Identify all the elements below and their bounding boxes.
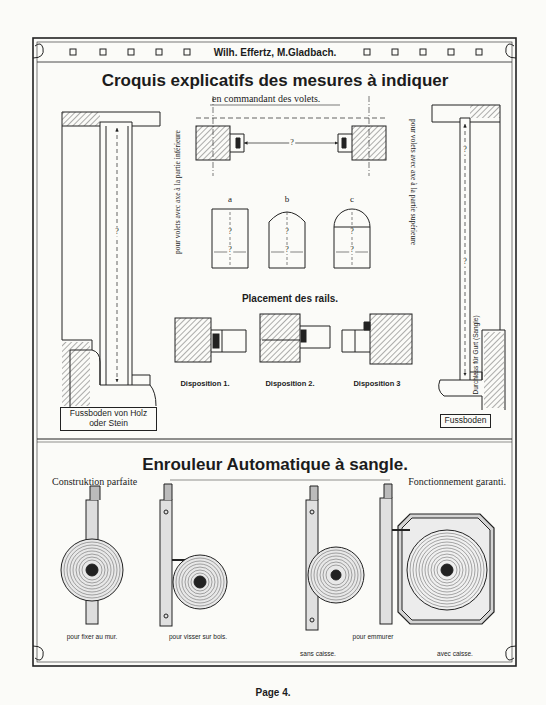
window-outline: [268, 208, 308, 270]
caption: pour fixer au mur.: [67, 633, 118, 640]
strap-rollers: [61, 484, 494, 630]
caption: pour visser sur bois.: [169, 633, 227, 640]
caption: pour emmurer: [353, 633, 394, 640]
page-title: Croquis explicatifs des mesures à indiqu…: [102, 72, 449, 91]
dimension-mark: ?: [289, 139, 295, 148]
page-number: Page 4.: [255, 687, 290, 698]
slogan: Fonctionnement garanti.: [408, 476, 506, 487]
pass-note: Durchlass für Gurt (Sangle): [472, 315, 479, 394]
disposition-label: Disposition 3: [353, 380, 400, 388]
dimension-mark: ?: [349, 228, 355, 236]
section-heading: Placement des rails.: [242, 293, 338, 304]
floor-label: Fussboden von Holz oder Stein: [61, 409, 156, 429]
caption: sans caisse.: [300, 650, 336, 657]
dimension-mark: ?: [227, 246, 233, 254]
page-frame: [33, 38, 516, 666]
section-title: Enrouleur Automatique à sangle.: [142, 456, 408, 475]
plan-view: [196, 96, 386, 176]
window-profile-right: [432, 105, 505, 410]
side-note: pour volets avec axe à la partie supérie…: [409, 119, 417, 245]
header-firm: Wilh. Effertz, M.Gladbach.: [213, 47, 338, 58]
window-shape: a??: [211, 194, 249, 270]
slogan: Construktion parfaite: [52, 476, 137, 487]
dimension-mark: ?: [284, 246, 290, 254]
window-shape: c??: [333, 194, 371, 270]
dimension-mark: ?: [462, 146, 468, 155]
dimension-mark: ?: [462, 258, 468, 267]
rail-sections: [175, 314, 412, 364]
shape-letter: c: [350, 195, 354, 204]
side-note: pour volets avec axe à la partie inférie…: [174, 130, 182, 254]
dimension-mark: ?: [227, 228, 233, 236]
shape-letter: b: [285, 195, 290, 204]
floor-box: Fussboden von Holz oder Stein: [60, 407, 157, 431]
floor-label: Fussboden: [444, 416, 486, 426]
dimension-mark: ?: [349, 246, 355, 254]
caption: avec caisse.: [437, 650, 473, 657]
disposition-label: Disposition 1.: [180, 380, 229, 388]
window-outline: [333, 208, 373, 270]
window-outline: [211, 208, 251, 270]
window-profile-left: [62, 112, 160, 408]
subtitle: en commandant des volets.: [212, 93, 320, 104]
shape-letter: a: [228, 195, 232, 204]
floor-box: Fussboden: [440, 414, 491, 428]
dimension-mark: ?: [284, 228, 290, 236]
disposition-label: Disposition 2.: [265, 380, 314, 388]
dimension-mark: ?: [114, 228, 120, 237]
window-shape: b??: [268, 194, 306, 270]
